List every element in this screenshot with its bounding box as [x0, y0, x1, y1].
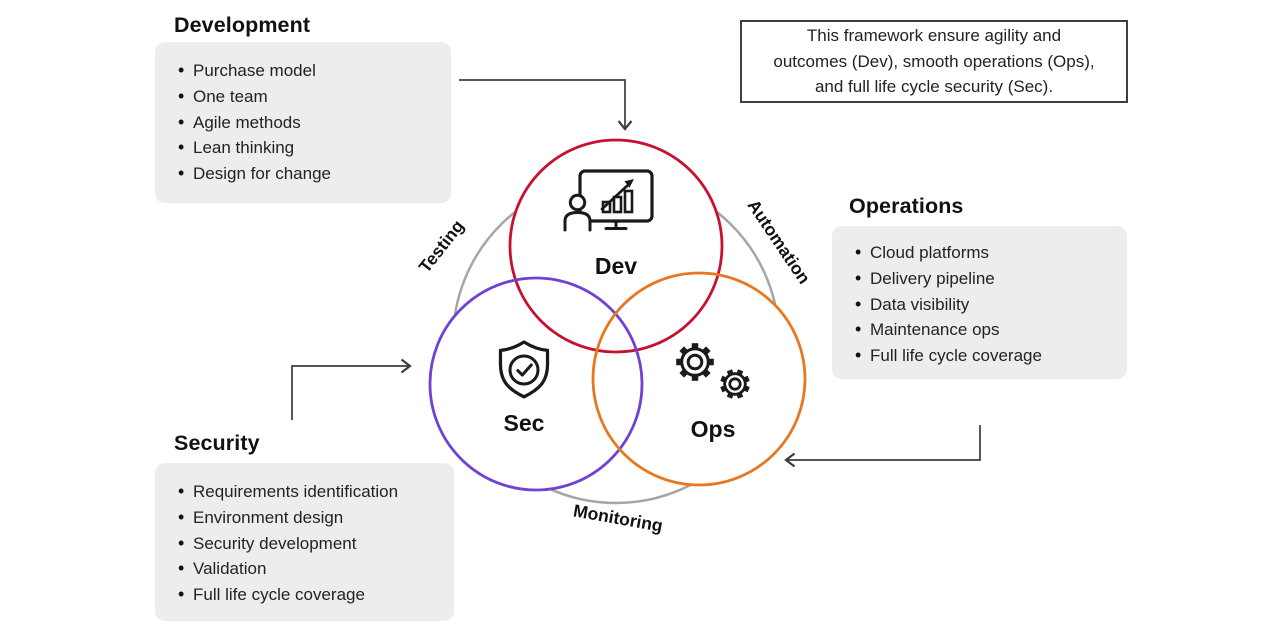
list-item: Cloud platforms — [855, 240, 1109, 266]
sec-circle — [428, 276, 644, 492]
arrow-operations-to-ops — [788, 425, 981, 461]
monitoring-label: Monitoring — [572, 500, 664, 535]
security-heading: Security — [174, 431, 260, 455]
arrowhead-right-icon — [400, 358, 412, 374]
list-item: Validation — [178, 556, 436, 582]
arrowhead-down-icon — [617, 120, 633, 131]
note-line: This framework ensure agility and — [806, 26, 1062, 46]
operations-heading: Operations — [849, 194, 964, 218]
list-item: Full life cycle coverage — [178, 582, 436, 608]
list-item: Purchase model — [178, 58, 433, 84]
framework-note: This framework ensure agility and outcom… — [740, 20, 1128, 103]
operations-panel: Cloud platforms Delivery pipeline Data v… — [832, 226, 1127, 379]
development-list: Purchase model One team Agile methods Le… — [178, 58, 433, 187]
arrow-development-to-dev — [459, 79, 626, 127]
dev-circle — [508, 138, 724, 354]
dev-label: Dev — [595, 253, 637, 279]
list-item: Requirements identification — [178, 479, 436, 505]
list-item: Delivery pipeline — [855, 266, 1109, 292]
list-item: Environment design — [178, 505, 436, 531]
security-list: Requirements identification Environment … — [178, 479, 436, 608]
sec-label: Sec — [504, 410, 545, 436]
ops-label: Ops — [691, 416, 736, 442]
gear-large — [676, 343, 714, 381]
list-item: Agile methods — [178, 110, 433, 136]
shield-check-icon — [498, 340, 550, 399]
list-item: Data visibility — [855, 292, 1109, 318]
operations-list: Cloud platforms Delivery pipeline Data v… — [855, 240, 1109, 369]
connector-arrows — [291, 79, 981, 468]
list-item: Lean thinking — [178, 135, 433, 161]
gear-small — [720, 369, 750, 399]
list-item: Security development — [178, 531, 436, 557]
automation-label: Automation — [744, 196, 815, 288]
list-item: Maintenance ops — [855, 317, 1109, 343]
monitor-growth-chart-icon — [563, 169, 654, 232]
arrow-security-to-sec — [291, 365, 408, 420]
note-line: outcomes (Dev), smooth operations (Ops), — [773, 51, 1095, 71]
ring-mask-ops — [593, 273, 805, 485]
development-panel: Purchase model One team Agile methods Le… — [155, 42, 451, 203]
list-item: One team — [178, 84, 433, 110]
ops-circle — [591, 271, 807, 487]
development-heading: Development — [174, 13, 311, 37]
double-gears-icon — [676, 343, 750, 399]
arrowhead-left-icon — [784, 452, 796, 468]
security-panel: Requirements identification Environment … — [155, 463, 454, 621]
testing-label: Testing — [415, 216, 468, 276]
list-item: Design for change — [178, 161, 433, 187]
list-item: Full life cycle coverage — [855, 343, 1109, 369]
note-line: and full life cycle security (Sec). — [814, 77, 1054, 97]
